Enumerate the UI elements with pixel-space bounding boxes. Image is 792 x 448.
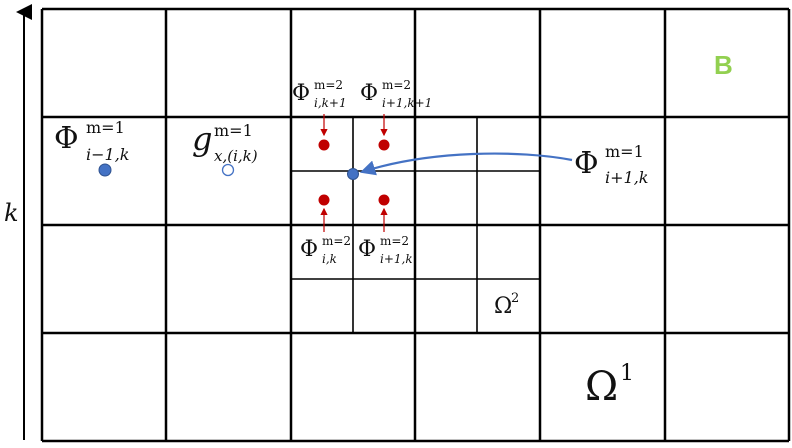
- interface-point: [347, 168, 359, 180]
- phi-m1-left-sup: m=1: [86, 118, 125, 137]
- g-m1-base: g: [192, 120, 212, 158]
- label-phi-m2-i1-k1: Φ m=2 i+1,k+1: [360, 78, 432, 110]
- corner-label-b: B: [714, 50, 733, 80]
- phi-m2-tr-base: Φ: [360, 81, 378, 106]
- omega1-sup: 1: [620, 361, 634, 386]
- coarse-grid: [40, 7, 791, 443]
- label-phi-m1-i-1-k: Φ m=1 i−1,k: [54, 118, 129, 164]
- label-omega-1: Ω 1: [585, 361, 634, 410]
- interpolation-arrow: [359, 152, 573, 176]
- phi-m1-left-base: Φ: [54, 121, 79, 156]
- phi-m2-br-sup: m=2: [380, 234, 409, 248]
- label-phi-m1-i1-k: Φ m=1 i+1,k: [574, 142, 648, 187]
- fine-point-br: [378, 194, 390, 206]
- phi-m2-tl-base: Φ: [292, 81, 310, 106]
- omega2-sup: 2: [511, 291, 519, 306]
- phi-m2-tl-sup: m=2: [314, 78, 343, 92]
- phi-m2-tr-sub: i+1,k+1: [382, 96, 432, 110]
- phi-m1-left-sub: i−1,k: [86, 145, 129, 164]
- g-m1-sub: x,(i,k): [214, 147, 258, 165]
- fine-point-tl: [318, 139, 330, 151]
- label-phi-m2-i1-k: Φ m=2 i+1,k: [358, 234, 413, 266]
- phi-m1-right-sub: i+1,k: [605, 168, 648, 187]
- fine-point-bl: [318, 194, 330, 206]
- phi-m2-bl-base: Φ: [300, 237, 318, 262]
- phi-m2-tr-sup: m=2: [382, 78, 411, 92]
- phi-m2-br-base: Φ: [358, 237, 376, 262]
- phi-m2-br-sub: i+1,k: [380, 252, 413, 266]
- omega1-base: Ω: [585, 364, 618, 410]
- fine-grid: [291, 117, 540, 333]
- fine-point-tr: [378, 139, 390, 151]
- label-g-m1-x-ik: g m=1 x,(i,k): [192, 120, 258, 165]
- omega2-base: Ω: [494, 294, 512, 319]
- phi-m2-bl-sup: m=2: [322, 234, 351, 248]
- phi-m2-tl-sub: i,k+1: [314, 96, 347, 110]
- label-omega-2: Ω 2: [494, 291, 519, 319]
- phi-m2-bl-sub: i,k: [322, 252, 337, 266]
- g-m1-sup: m=1: [214, 121, 253, 140]
- coarse-face-point-g: [221, 163, 235, 177]
- k-axis-label: k: [4, 199, 19, 227]
- coarse-point-i-1-k: [98, 163, 112, 177]
- label-phi-m2-i-k: Φ m=2 i,k: [300, 234, 351, 266]
- phi-m1-right-base: Φ: [574, 146, 599, 181]
- phi-m1-right-sup: m=1: [605, 142, 644, 161]
- label-phi-m2-i-k1: Φ m=2 i,k+1: [292, 78, 347, 110]
